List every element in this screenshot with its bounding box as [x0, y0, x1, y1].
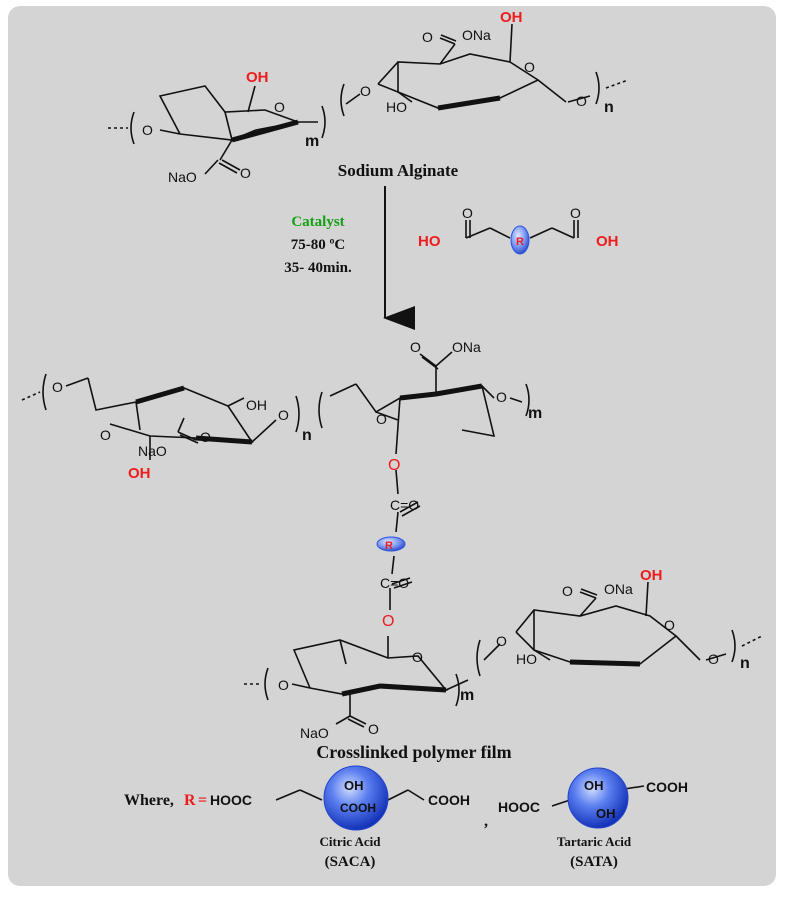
atom-ho: HO	[516, 651, 537, 667]
sodium-alginate-labels: O O OH NaO O m O HO O ONa OH O O n	[142, 9, 614, 185]
atom-o: O	[410, 339, 421, 355]
atom-o: O	[576, 93, 587, 109]
atom-o: O	[368, 721, 379, 737]
atom-o: O	[664, 617, 675, 633]
atom-o: O	[570, 205, 581, 221]
atom-nao: NaO	[138, 443, 167, 459]
tartaric-acid: HOOC OH OH COOH Tartaric Acid (SATA)	[498, 767, 688, 870]
time-label: 35- 40min.	[284, 260, 352, 276]
lower-chain-labels: O O NaO O m O HO O ONa OH O O n	[278, 567, 750, 741]
atom-o: O	[524, 59, 535, 75]
atom-oh-red: OH	[246, 69, 269, 86]
repeat-m: m	[460, 687, 474, 704]
atom-oh-red: OH	[596, 233, 619, 250]
repeat-n: n	[302, 427, 312, 444]
repeat-m: m	[305, 133, 319, 150]
atom-o: O	[278, 677, 289, 693]
r-label: R	[516, 236, 524, 248]
crosslink-linker	[389, 469, 421, 610]
repeat-n: n	[740, 655, 750, 672]
r-definition-label: R	[184, 792, 196, 809]
diacid-reagent	[465, 220, 579, 239]
citric-acid: HOOC OH COOH COOH Citric Acid (SACA)	[210, 765, 470, 870]
cooh-label: COOH	[428, 792, 470, 808]
atom-ho: HO	[386, 99, 407, 115]
atom-oh-red: OH	[640, 567, 663, 584]
atom-o: O	[462, 205, 473, 221]
r-group-ball	[376, 536, 406, 552]
r-label: R	[385, 540, 393, 552]
sodium-alginate-title: Sodium Alginate	[338, 161, 459, 180]
repeat-n: n	[604, 99, 614, 116]
atom-o: O	[52, 379, 63, 395]
atom-o: O	[142, 122, 153, 138]
carbonyl-label: C=O	[380, 575, 409, 591]
atom-o: O	[562, 583, 573, 599]
atom-ona: ONa	[604, 581, 633, 597]
equals-sign: =	[198, 792, 207, 809]
r-definition: Where, R =	[124, 792, 207, 809]
atom-o: O	[100, 427, 111, 443]
atom-ona: ONa	[452, 339, 481, 355]
atom-nao: NaO	[300, 725, 329, 741]
atom-o: O	[376, 411, 387, 427]
lower-chain-structure	[244, 581, 763, 728]
atom-oh: OH	[246, 397, 267, 413]
hooc-label: HOOC	[210, 792, 252, 808]
atom-oh-red: OH	[500, 9, 523, 26]
oh-label: OH	[344, 778, 364, 793]
upper-chain-structure	[21, 351, 530, 460]
atom-o: O	[240, 165, 251, 181]
atom-o: O	[200, 429, 211, 445]
tartaric-ball	[567, 767, 629, 829]
atom-oh-red: OH	[128, 465, 151, 482]
citric-code: (SACA)	[325, 854, 376, 870]
linker-labels: O C=O R C=O O	[380, 457, 419, 630]
ester-o-red: O	[388, 457, 400, 474]
ester-o-red: O	[382, 613, 394, 630]
atom-o: O	[360, 83, 371, 99]
atom-o: O	[496, 633, 507, 649]
atom-o: O	[274, 99, 285, 115]
upper-chain-labels: O O NaO O OH OH O n O O ONa O m	[52, 339, 542, 482]
oh-label: OH	[584, 778, 604, 793]
temperature-label: 75-80 ºC	[291, 237, 346, 253]
repeat-m: m	[528, 405, 542, 422]
tartaric-code: (SATA)	[570, 854, 618, 870]
diacid-labels: HO O R O OH	[418, 205, 619, 250]
citric-ball	[323, 765, 389, 831]
oh-label: OH	[596, 806, 616, 821]
carbonyl-label: C=O	[390, 497, 419, 513]
where-label: Where,	[124, 792, 174, 809]
catalyst-label: Catalyst	[291, 214, 344, 230]
atom-o: O	[422, 29, 433, 45]
atom-o: O	[496, 389, 507, 405]
sodium-alginate-structure	[108, 23, 629, 175]
atom-nao: NaO	[168, 169, 197, 185]
hooc-label: HOOC	[498, 799, 540, 815]
cooh-label: COOH	[646, 779, 688, 795]
cooh-label: COOH	[340, 801, 376, 815]
product-title: Crosslinked polymer film	[316, 742, 511, 762]
separator-comma: ,	[484, 813, 488, 830]
atom-o: O	[412, 649, 423, 665]
atom-ona: ONa	[462, 27, 491, 43]
r-group-ball	[510, 225, 530, 255]
background-panel	[8, 6, 776, 886]
citric-name: Citric Acid	[319, 834, 381, 849]
atom-o: O	[708, 651, 719, 667]
atom-o: O	[278, 407, 289, 423]
tartaric-name: Tartaric Acid	[557, 834, 632, 849]
atom-ho-red: HO	[418, 233, 441, 250]
